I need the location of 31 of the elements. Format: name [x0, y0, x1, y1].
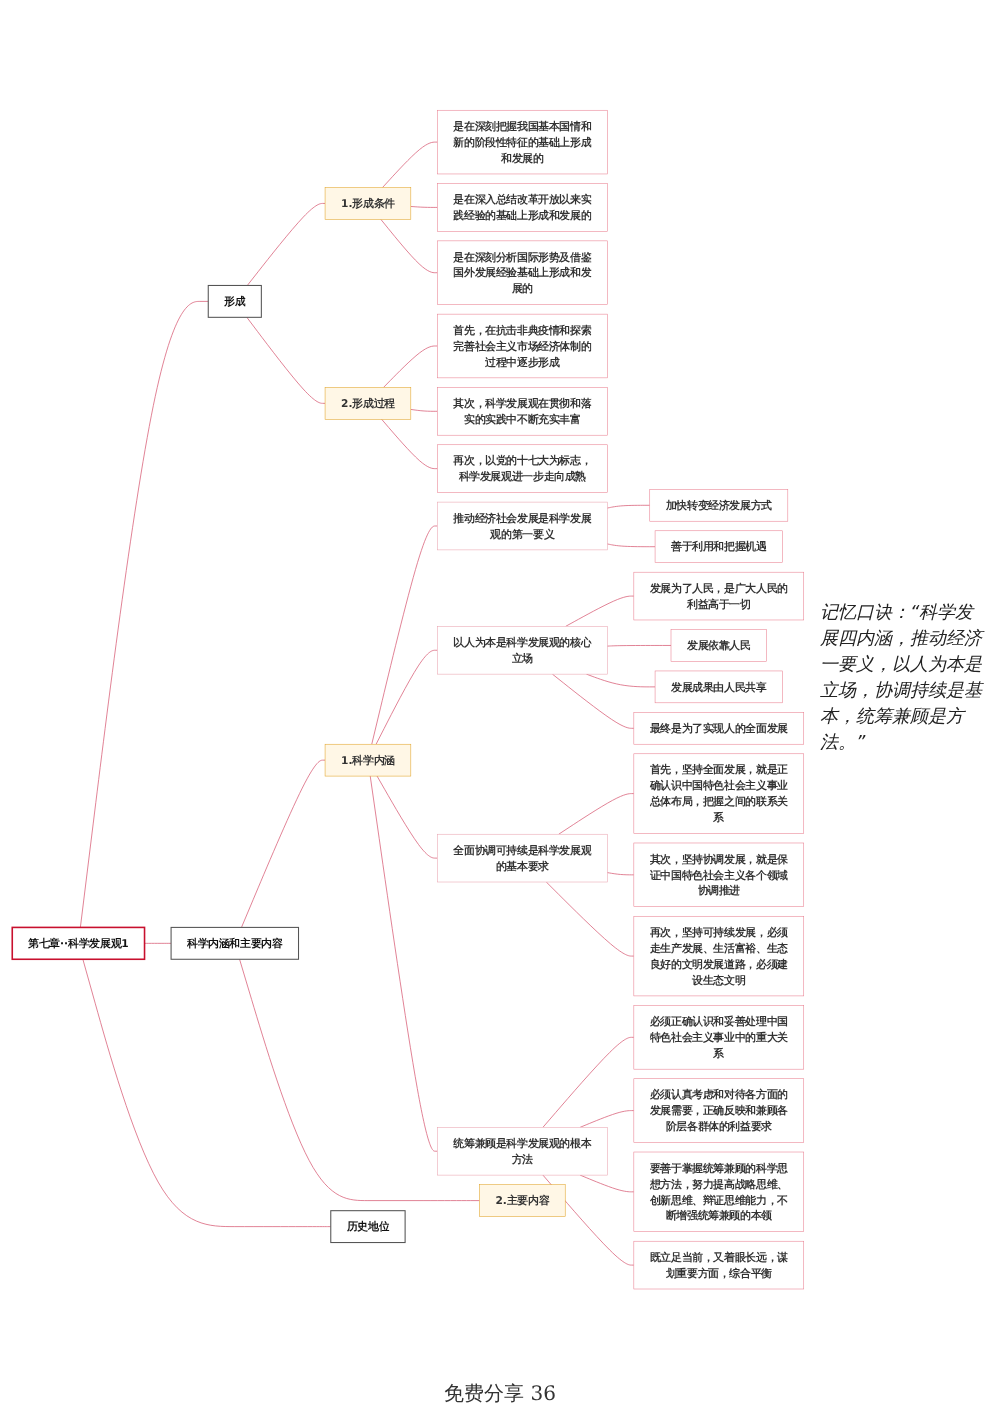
mnemonic-note: 记忆口诀：“科学发展四内涵，推动经济一要义，以人为本是立场，协调持续是基本，统筹兼顾是方法。”: [820, 601, 987, 756]
connector: [542, 1037, 635, 1129]
connector: [380, 219, 438, 274]
connector: [239, 959, 480, 1202]
connector: [79, 301, 209, 929]
connector: [552, 674, 635, 730]
connector: [545, 882, 635, 957]
connector: [606, 872, 635, 876]
connector: [606, 645, 672, 647]
connector: [381, 419, 438, 470]
connector: [606, 505, 651, 509]
connector: [375, 650, 438, 745]
connector: [579, 1110, 635, 1129]
connector: [246, 203, 326, 287]
connector: [383, 345, 438, 389]
connector: [144, 943, 172, 945]
connector: [376, 776, 438, 859]
connector: [369, 776, 438, 1152]
connector: [558, 793, 635, 835]
connector: [579, 1175, 635, 1193]
connector: [241, 760, 326, 929]
connector: [382, 142, 438, 189]
connector: [246, 317, 326, 405]
connector: [565, 596, 635, 628]
connector: [82, 959, 332, 1228]
connector: [410, 409, 438, 413]
connector: [371, 525, 438, 745]
connector: [586, 674, 656, 688]
connector: [606, 543, 656, 548]
page-footer: 免费分享 36: [444, 1384, 556, 1406]
connector: [410, 206, 438, 209]
